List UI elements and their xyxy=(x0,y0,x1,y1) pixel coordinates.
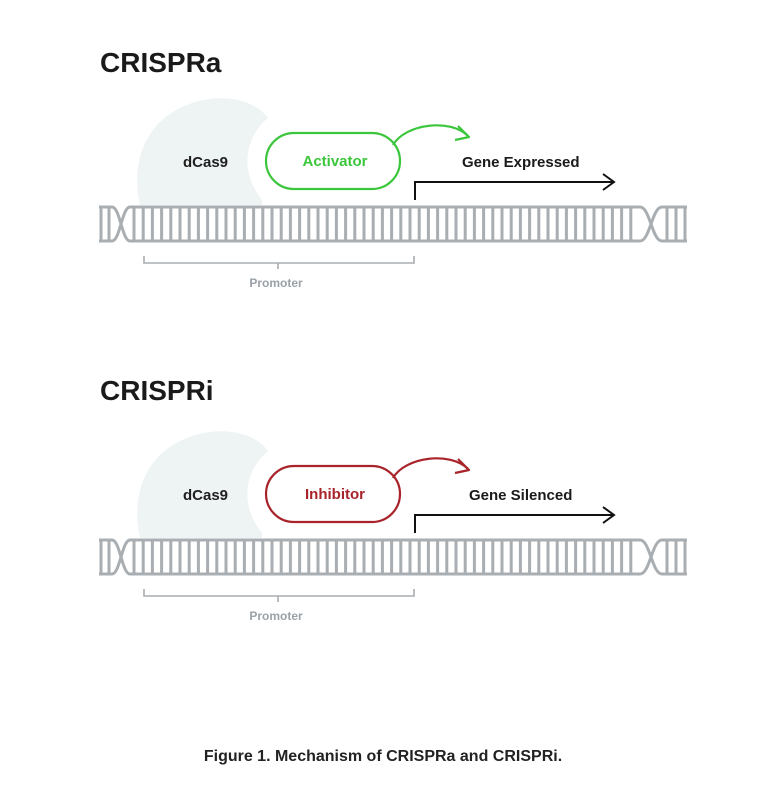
inhibition-arrowhead xyxy=(454,458,471,475)
crispra-panel: CRISPRa dCas9 Activator Gene Expressed P… xyxy=(99,47,687,290)
dna-double-helix xyxy=(99,538,687,576)
activator-pill xyxy=(264,131,402,191)
panel-title: CRISPRi xyxy=(100,375,214,406)
dna-strand-upper-end xyxy=(590,205,687,243)
dcas9-label: dCas9 xyxy=(183,487,228,504)
gene-silenced-label: Gene Silenced xyxy=(469,487,572,504)
dcas9-label: dCas9 xyxy=(183,154,228,171)
dna-strand-upper xyxy=(99,538,590,576)
dcas9-protein-shape xyxy=(137,431,268,538)
transcription-arrowhead xyxy=(602,173,616,191)
promoter-label: Promoter xyxy=(249,609,303,623)
panel-title: CRISPRa xyxy=(100,47,222,78)
activator-label: Activator xyxy=(302,153,367,170)
promoter-bracket xyxy=(143,256,415,264)
promoter-bracket xyxy=(143,589,415,597)
gene-expressed-label: Gene Expressed xyxy=(462,154,580,171)
crispri-panel: CRISPRi dCas9 Inhibitor Gene Silenced Pr… xyxy=(99,375,687,623)
dna-strand-upper-end xyxy=(590,538,687,576)
promoter-label: Promoter xyxy=(249,276,303,290)
transcription-start-arrow xyxy=(414,181,614,200)
activation-curve-arrow xyxy=(392,124,469,146)
transcription-start-arrow xyxy=(414,514,614,533)
inhibitor-pill xyxy=(264,464,402,524)
dna-double-helix xyxy=(99,205,687,243)
dna-strand-upper xyxy=(99,205,590,243)
inhibitor-label: Inhibitor xyxy=(305,486,365,503)
dcas9-protein-shape xyxy=(137,98,268,205)
activation-arrowhead xyxy=(454,125,471,142)
figure-caption: Figure 1. Mechanism of CRISPRa and CRISP… xyxy=(204,748,562,765)
inhibition-curve-arrow xyxy=(392,457,469,479)
transcription-arrowhead xyxy=(602,506,616,524)
